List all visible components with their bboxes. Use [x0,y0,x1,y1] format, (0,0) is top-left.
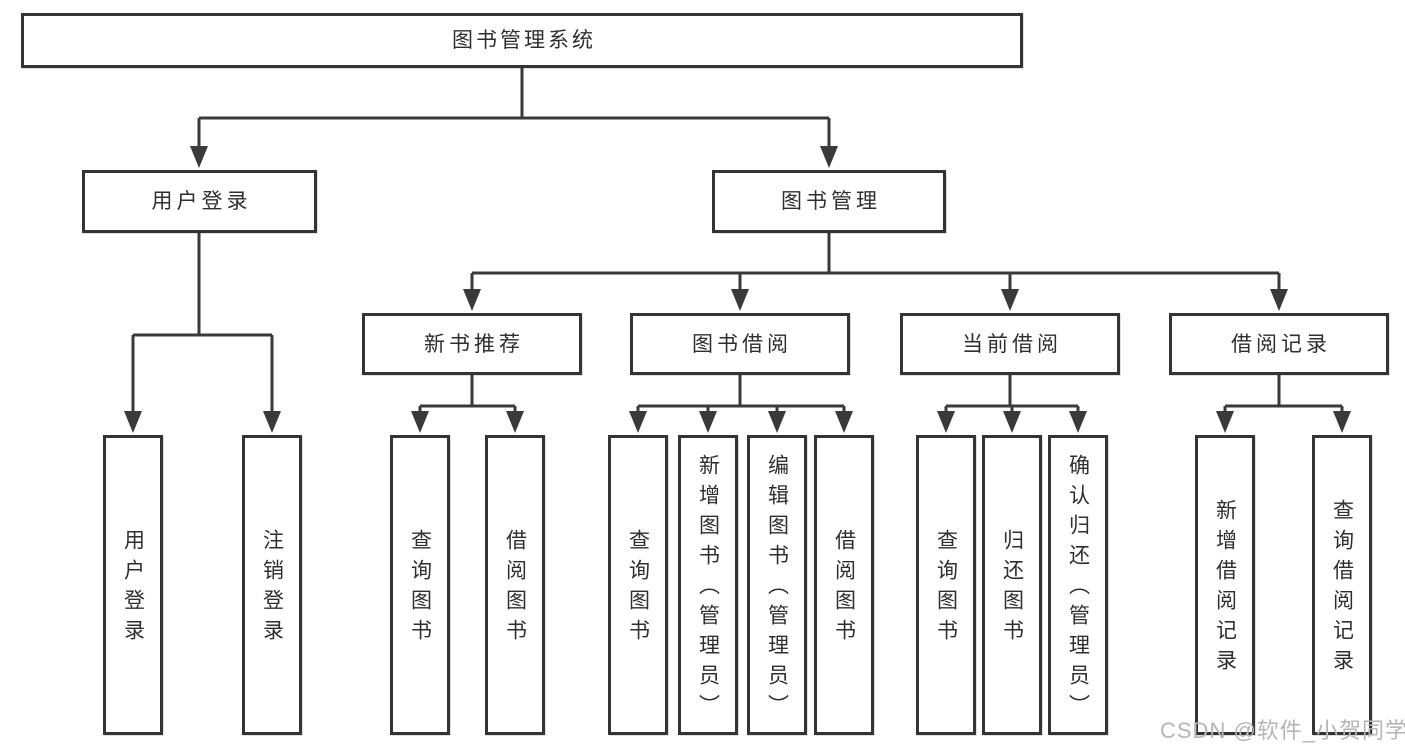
node-root: 图书管理系统 [21,13,1023,68]
leaf-edit-books-admin: 编辑图书（管理员） [747,435,807,735]
leaf-confirm-return-admin-label: 确认归还（管理员） [1066,454,1090,724]
leaf-recommend-query-books-label: 查询图书 [408,529,432,649]
leaf-recommend-borrow-books: 借阅图书 [485,435,545,735]
node-new-book-recommend: 新书推荐 [362,313,582,375]
node-book-management-label: 图书管理 [781,190,881,213]
leaf-add-borrow-record-label: 新增借阅记录 [1213,499,1237,679]
leaf-query-borrow-record-label: 查询借阅记录 [1330,499,1354,679]
leaf-add-borrow-record: 新增借阅记录 [1195,435,1255,735]
leaf-user-login-label: 用户登录 [121,529,145,649]
node-new-book-recommend-label: 新书推荐 [424,332,524,356]
connector-mgmt-to-level3 [470,233,1281,295]
leaf-return-books-label: 归还图书 [1000,529,1024,649]
node-borrow-records: 借阅记录 [1169,313,1389,375]
node-current-borrow: 当前借阅 [900,313,1120,375]
leaf-add-books-admin-label: 新增图书（管理员） [696,454,720,724]
leaf-recommend-borrow-books-label: 借阅图书 [503,529,527,649]
node-current-borrow-label: 当前借阅 [962,332,1062,356]
leaf-user-login: 用户登录 [103,435,163,735]
leaf-add-books-admin: 新增图书（管理员） [678,435,738,735]
node-user-login-branch: 用户登录 [82,170,317,233]
csdn-watermark: CSDN @软件_小贺同学 [1160,718,1405,743]
connector-borrow-to-leaves [636,375,846,417]
leaf-borrow-query-books: 查询图书 [608,435,668,735]
connector-login-to-leaves [131,233,274,417]
leaf-current-query-books-label: 查询图书 [934,529,958,649]
connector-recommend-to-leaves [418,375,517,417]
node-user-login-branch-label: 用户登录 [151,190,252,213]
leaf-logout-label: 注销登录 [260,529,284,649]
leaf-edit-books-admin-label: 编辑图书（管理员） [765,454,789,724]
node-borrow-records-label: 借阅记录 [1231,332,1331,356]
node-root-label: 图书管理系统 [452,29,596,52]
connector-records-to-leaves [1223,375,1344,417]
leaf-borrow-query-books-label: 查询图书 [626,529,650,649]
leaf-query-borrow-record: 查询借阅记录 [1312,435,1372,735]
leaf-return-books: 归还图书 [982,435,1042,735]
node-book-borrow-label: 图书借阅 [692,332,792,356]
node-book-borrow: 图书借阅 [630,313,850,375]
connector-root-to-level2 [197,66,831,152]
leaf-recommend-query-books: 查询图书 [390,435,450,735]
node-book-management: 图书管理 [712,170,946,233]
leaf-borrow-books-label: 借阅图书 [832,529,856,649]
leaf-logout: 注销登录 [242,435,302,735]
connector-current-to-leaves [944,375,1080,417]
leaf-borrow-books: 借阅图书 [814,435,874,735]
leaf-confirm-return-admin: 确认归还（管理员） [1048,435,1108,735]
leaf-current-query-books: 查询图书 [916,435,976,735]
